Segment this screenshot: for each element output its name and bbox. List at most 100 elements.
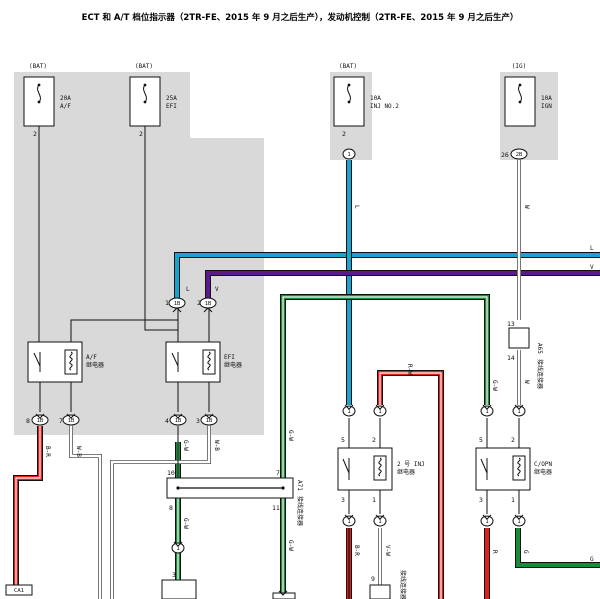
- relay-af: A/F 继电器: [27, 341, 104, 383]
- connector: 1: [342, 515, 356, 527]
- connector-1b: 1B: [199, 297, 217, 309]
- pin-number: 8: [169, 504, 173, 512]
- junction-bottom: 接线连接器: [369, 570, 407, 599]
- pin-number: 2: [342, 130, 346, 138]
- relay-label: 2 号 INJ: [397, 461, 425, 468]
- pin-number: 1: [511, 496, 515, 504]
- fuse-source: (IG): [512, 63, 526, 70]
- wire-label: G-W: [182, 518, 189, 529]
- relay-label: 继电器: [397, 468, 415, 476]
- wire-label: G: [522, 550, 529, 554]
- pin-number: 13: [507, 320, 515, 328]
- connector: 1: [480, 405, 494, 417]
- pin-number: 7: [59, 417, 63, 425]
- fuse-source: (BAT): [135, 63, 153, 70]
- fuse-source: (BAT): [339, 63, 357, 70]
- pin-numbers: 1 2 8 7 4 3 10 7 8 11 5 2 3 1 5 2 3 1 13…: [26, 299, 515, 583]
- pin-number: 3: [479, 496, 483, 504]
- fuse-inj-no2: (BAT) 10A INJ NO.2 2: [333, 63, 399, 138]
- relay-label: EFI: [224, 354, 235, 361]
- wire-label: V-W: [384, 545, 391, 556]
- svg-text:2B: 2B: [516, 152, 523, 158]
- svg-text:1: 1: [378, 519, 381, 525]
- junction-a65: A65 接线连接器: [508, 327, 544, 389]
- fuse-name: IGN: [541, 103, 552, 110]
- wire-color-labels: L V G L V L W W G-W R-W B-R W-B G-W W-B …: [44, 205, 594, 563]
- wire-label: G-W: [182, 440, 189, 451]
- fuse-ign: (IG) 10A IGN 26: [501, 63, 552, 159]
- pin-number: 26: [501, 151, 509, 159]
- wire-label: R-W: [406, 364, 413, 375]
- wire-label: G-W: [287, 540, 294, 551]
- svg-text:1B: 1B: [174, 301, 181, 307]
- svg-text:1: 1: [517, 519, 520, 525]
- wire-label: G-W: [287, 430, 294, 441]
- relay-label: A/F: [86, 354, 97, 361]
- connector-arrows: [35, 307, 524, 596]
- pin-number: 14: [507, 354, 515, 362]
- connector: 1: [342, 405, 356, 417]
- svg-text:1B: 1B: [37, 418, 44, 424]
- connector: 1: [373, 515, 387, 527]
- connector-1b: 1B: [200, 414, 218, 426]
- pin-number: 2: [372, 436, 376, 444]
- svg-text:1: 1: [378, 409, 381, 415]
- fuse-rating: 20A: [60, 95, 71, 102]
- fuse-name: A/F: [60, 103, 71, 110]
- svg-text:1B: 1B: [205, 301, 212, 307]
- component-bottom-mid: [272, 592, 296, 599]
- fuse-rating: 25A: [166, 95, 177, 102]
- wire-blue-l: [174, 160, 600, 405]
- svg-text:1B: 1B: [175, 418, 182, 424]
- pin-number: 1: [372, 496, 376, 504]
- wire-label: R: [491, 550, 498, 554]
- fuse-efi: (BAT) 25A EFI 2: [129, 63, 177, 138]
- pin-number: 4: [165, 417, 169, 425]
- pin-number: 9: [371, 575, 375, 583]
- svg-text:1: 1: [347, 519, 350, 525]
- connector-inj: 1: [342, 148, 356, 160]
- fuse-source: (BAT): [29, 63, 47, 70]
- wire-label: B-R: [353, 545, 360, 556]
- fuse-name: EFI: [166, 103, 177, 110]
- wire-label: L: [353, 205, 360, 209]
- svg-text:1: 1: [517, 409, 520, 415]
- pin-number: 2: [511, 436, 515, 444]
- fuse-name: INJ NO.2: [370, 103, 399, 110]
- fuse-af: (BAT) 20A A/F 2: [23, 63, 71, 138]
- wire-white: [69, 160, 521, 599]
- connector: 1: [171, 542, 185, 554]
- svg-text:1: 1: [176, 546, 179, 552]
- pin-number: 3: [172, 571, 176, 579]
- wire-black: [38, 126, 520, 514]
- junction-a71: A71 接线连接器: [166, 477, 304, 526]
- svg-text:1: 1: [485, 519, 488, 525]
- wire-green: [175, 294, 600, 599]
- pin-number: 3: [341, 496, 345, 504]
- connector-1b: 1B: [169, 414, 187, 426]
- wire-label: L: [590, 245, 594, 252]
- wire-label: L: [186, 286, 190, 293]
- junction-label: 接线连接器: [296, 496, 304, 526]
- pin-number: 2: [197, 299, 201, 307]
- pin-number: 5: [479, 436, 483, 444]
- wire-label: W: [523, 205, 530, 209]
- connectors: 1B 1B 1B 1B 1B 1B 1 2B 1 1 1 1 1 1 1 1 1…: [5, 148, 528, 596]
- component-bottom-left: [161, 579, 197, 599]
- svg-text:CA1: CA1: [14, 588, 24, 594]
- wire-label: W: [523, 380, 530, 384]
- connector: 1: [480, 515, 494, 527]
- relay-label: 继电器: [534, 468, 552, 476]
- connector-1b: 1B: [31, 414, 49, 426]
- wire-label: W-B: [213, 440, 220, 451]
- connector: 1: [373, 405, 387, 417]
- wire-label: W-B: [75, 446, 82, 457]
- pin-number: 10: [167, 469, 175, 477]
- wire-label: G: [590, 556, 594, 563]
- wire-label: V: [590, 264, 594, 271]
- relay-inj-no2: 2 号 INJ 继电器: [337, 447, 425, 491]
- wire-purple-v: [205, 270, 600, 298]
- svg-text:1B: 1B: [206, 418, 213, 424]
- connector: 1: [512, 515, 526, 527]
